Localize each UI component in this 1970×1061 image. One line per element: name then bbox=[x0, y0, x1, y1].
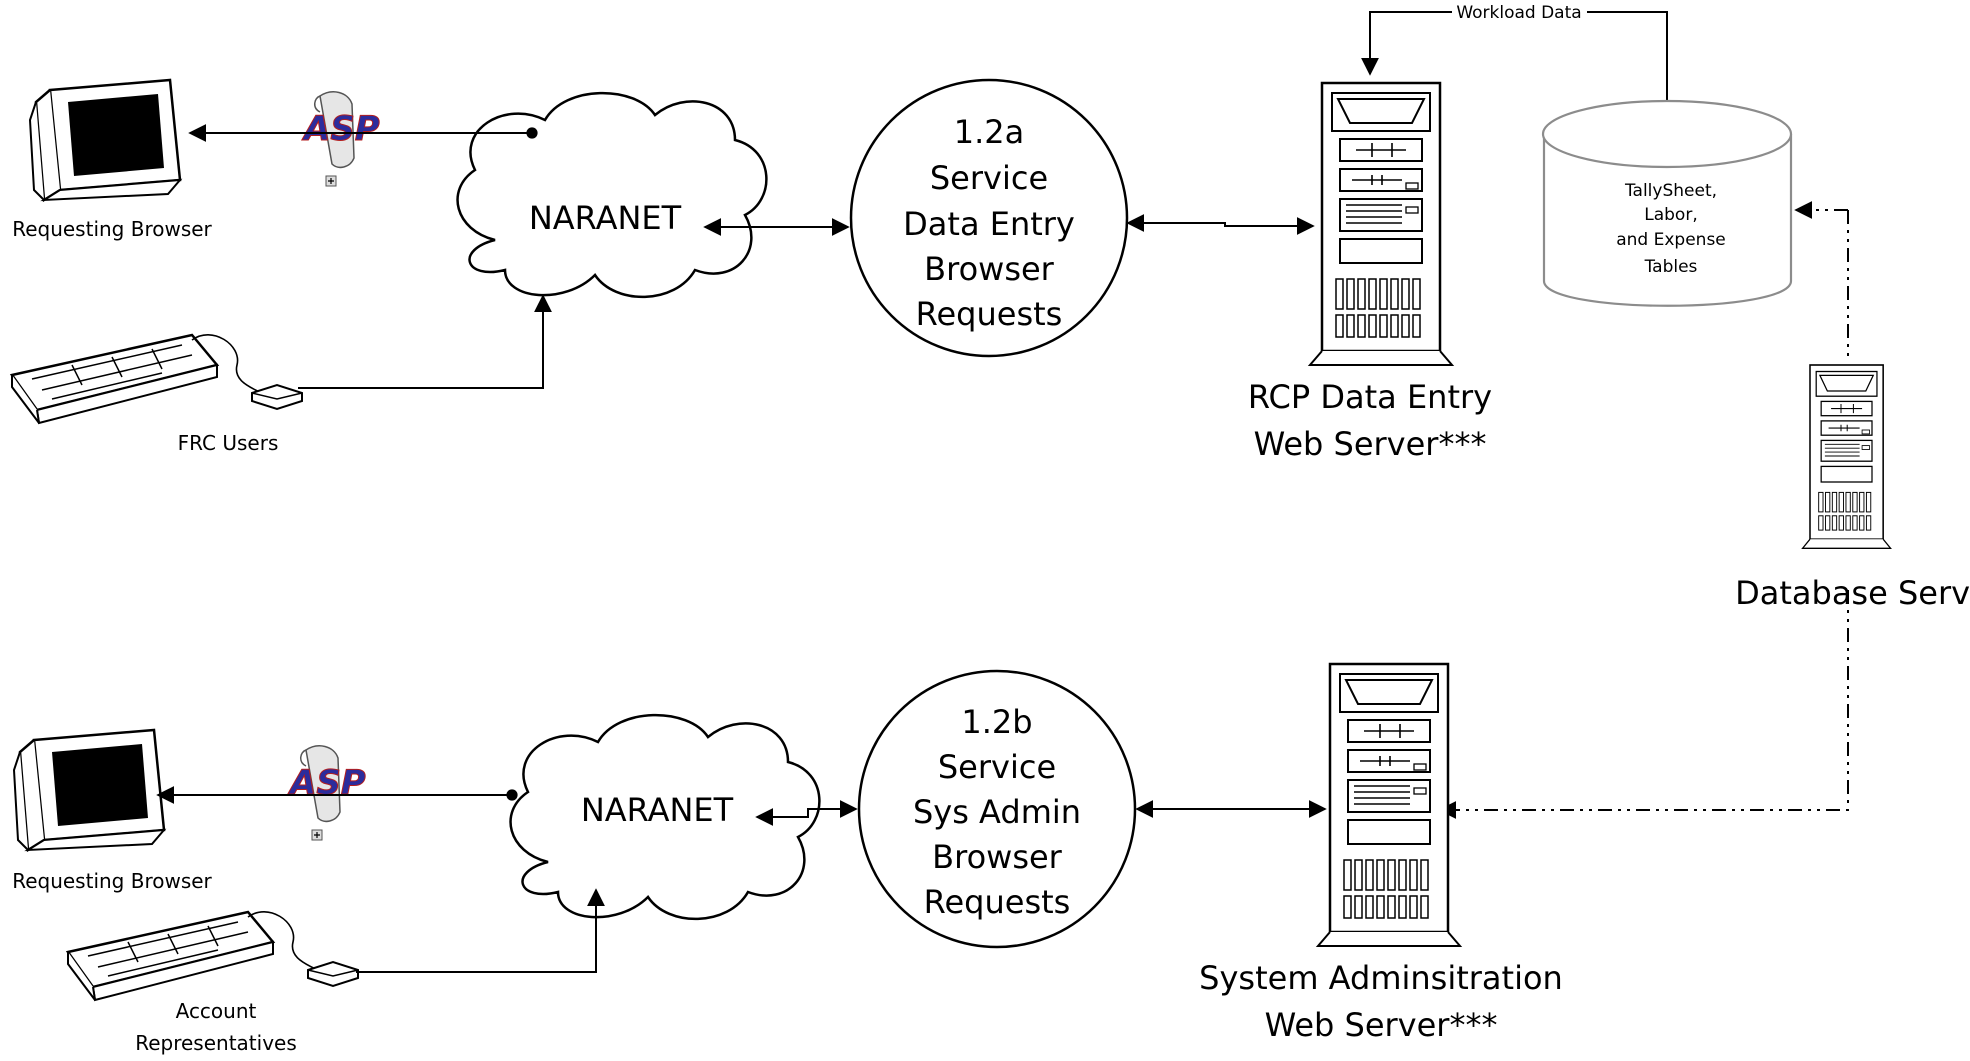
bottom-server-label-1: System Adminsitration bbox=[1199, 959, 1563, 997]
bottom-browser-label: Requesting Browser bbox=[12, 869, 212, 893]
top-cloud-icon bbox=[456, 91, 768, 299]
workload-data-label: Workload Data bbox=[1456, 3, 1581, 23]
svg-text:Sys Admin: Sys Admin bbox=[913, 793, 1081, 831]
keyboard-icon bbox=[10, 333, 304, 425]
bottom-server-label-2: Web Server*** bbox=[1265, 1006, 1498, 1044]
database-server-label: Database Server bbox=[1735, 574, 1970, 612]
process-1-2a-label: 1.2a Service Data Entry Browser Requests bbox=[903, 113, 1075, 333]
top-server-label-1: RCP Data Entry bbox=[1248, 378, 1492, 416]
svg-text:TallySheet,: TallySheet, bbox=[1624, 181, 1717, 201]
connector-process-server bbox=[1126, 214, 1315, 235]
bottom-cloud-label: NARANET bbox=[581, 791, 734, 829]
svg-text:Labor,: Labor, bbox=[1644, 205, 1697, 225]
monitor-icon bbox=[12, 728, 166, 852]
database-cylinder-icon bbox=[1542, 134, 1793, 307]
svg-text:and Expense: and Expense bbox=[1616, 230, 1726, 250]
asp-script-icon bbox=[300, 91, 381, 187]
bottom-users-label-2: Representatives bbox=[135, 1031, 297, 1055]
top-server-label-2: Web Server*** bbox=[1254, 425, 1487, 463]
svg-text:1.2b: 1.2b bbox=[961, 703, 1032, 741]
svg-text:Tables: Tables bbox=[1644, 257, 1698, 277]
svg-text:Browser: Browser bbox=[924, 250, 1055, 288]
connector-dbserver-to-admin-server bbox=[1438, 590, 1849, 819]
svg-text:Requests: Requests bbox=[924, 883, 1071, 921]
svg-text:Service: Service bbox=[938, 748, 1056, 786]
svg-text:1.2a: 1.2a bbox=[954, 113, 1025, 151]
database-section: TallySheet, Labor, and Expense Tables Da… bbox=[1438, 99, 1970, 819]
server-icon bbox=[1308, 81, 1454, 367]
process-1-2b-label: 1.2b Service Sys Admin Browser Requests bbox=[913, 703, 1081, 921]
svg-text:Service: Service bbox=[930, 159, 1048, 197]
connector-cloud-process bbox=[755, 800, 858, 826]
bottom-section: Requesting Browser Account Representativ… bbox=[12, 662, 1563, 1055]
database-tables-label: TallySheet, Labor, and Expense Tables bbox=[1616, 181, 1726, 277]
connector-users-to-cloud bbox=[356, 888, 605, 973]
bottom-users-label-1: Account bbox=[176, 999, 257, 1023]
top-cloud-label: NARANET bbox=[529, 199, 682, 237]
database-server-icon bbox=[1801, 364, 1892, 550]
asp-script-icon bbox=[286, 745, 367, 841]
top-users-label: FRC Users bbox=[178, 431, 279, 455]
svg-text:Browser: Browser bbox=[932, 838, 1063, 876]
top-section: Requesting Browser FRC Users NARANET 1.2… bbox=[10, 2, 1668, 463]
process-1-2b-circle bbox=[857, 669, 1137, 949]
connector-users-to-cloud bbox=[298, 294, 552, 389]
keyboard-icon bbox=[66, 910, 360, 1002]
top-browser-label: Requesting Browser bbox=[12, 217, 212, 241]
server-icon bbox=[1316, 662, 1462, 948]
monitor-icon bbox=[28, 78, 182, 202]
svg-text:Data Entry: Data Entry bbox=[903, 205, 1075, 243]
svg-text:Requests: Requests bbox=[916, 295, 1063, 333]
